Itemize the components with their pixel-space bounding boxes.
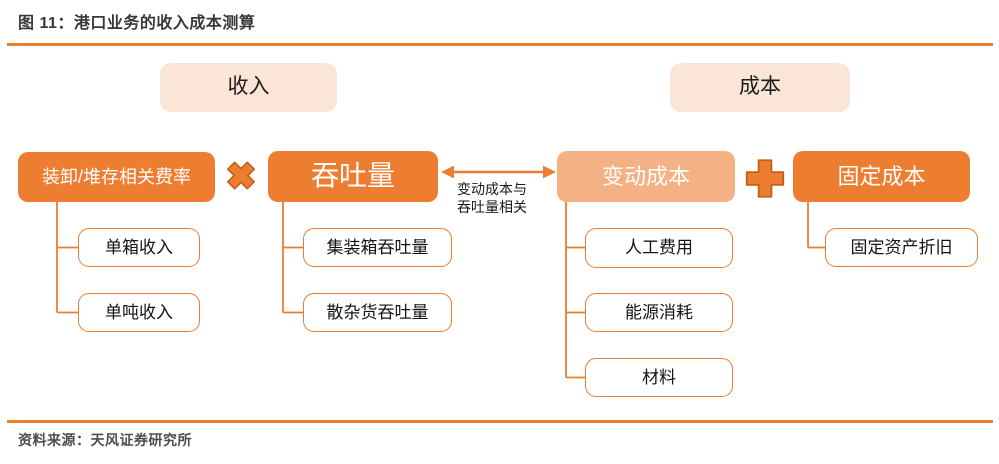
double-arrow [441,165,556,179]
bulk-cargo-throughput-box: 散杂货吞吐量 [303,293,452,332]
variable-cost-branch-connector [565,202,585,379]
source-note: 资料来源：天风证券研究所 [18,432,192,448]
per-box-revenue-box: 单箱收入 [78,228,200,267]
fixed-cost-branch-connector [807,202,825,249]
multiply-icon [227,161,255,190]
per-ton-revenue-box: 单吨收入 [78,293,200,332]
fixed-asset-depreciation-box: 固定资产折旧 [825,228,978,267]
materials-box: 材料 [585,358,733,397]
throughput-box: 吞吐量 [268,151,438,202]
arrowhead-right [543,165,556,179]
rate-branch-connector [56,202,78,314]
variable-cost-box: 变动成本 [557,151,735,202]
source-divider [7,420,993,423]
container-throughput-box: 集装箱吞吐量 [303,228,452,267]
title-divider [7,43,993,46]
handling-storage-rate-box: 装卸/堆存相关费率 [18,152,215,202]
labor-cost-box: 人工费用 [585,228,733,268]
arrowhead-left [441,165,454,179]
plus-icon [745,159,785,198]
revenue-header: 收入 [160,63,337,112]
relation-note: 变动成本与 吞吐量相关 [457,181,527,215]
throughput-branch-connector [282,202,303,314]
energy-consumption-box: 能源消耗 [585,293,733,332]
cost-header: 成本 [670,63,850,112]
fixed-cost-box: 固定成本 [793,151,970,202]
figure-title: 图 11：港口业务的收入成本测算 [18,15,256,32]
